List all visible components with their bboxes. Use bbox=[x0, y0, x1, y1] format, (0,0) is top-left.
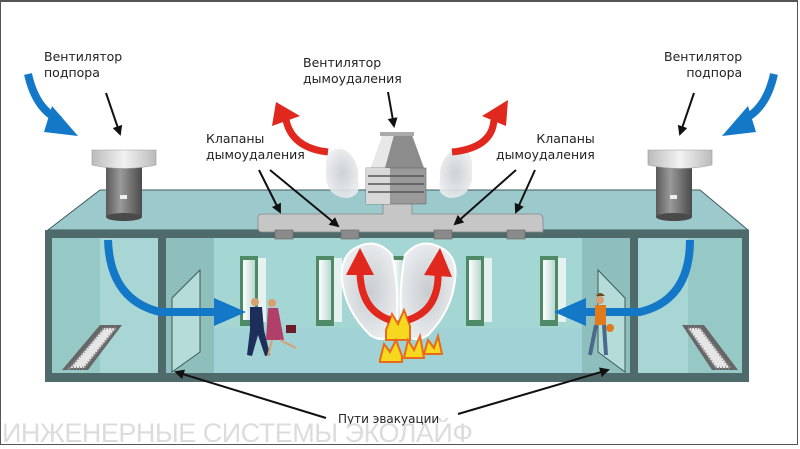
pointer-supply-fan-right bbox=[677, 92, 695, 136]
label-line: дымоудаления bbox=[496, 147, 595, 162]
supply-arrowhead bbox=[554, 298, 586, 326]
smoke-arrow-right-roof bbox=[451, 119, 498, 156]
pointer-evac-left bbox=[174, 369, 327, 419]
supply-fan-right bbox=[647, 149, 713, 221]
smoke-arrowhead bbox=[346, 248, 374, 275]
pointer-valve-1 bbox=[258, 169, 281, 214]
supply-arrow-left-inside bbox=[104, 239, 216, 316]
smoke-arrowhead bbox=[424, 248, 452, 277]
smoke-cloud bbox=[326, 148, 359, 198]
label-line: Вентилятор bbox=[664, 49, 743, 64]
label-evacuation-paths: Пути эвакуации bbox=[338, 412, 440, 426]
label-line: дымоудаления bbox=[303, 71, 402, 86]
smoke-exhaust-fan bbox=[365, 132, 427, 205]
pointer-evac-right bbox=[457, 367, 610, 415]
label-line: Клапаны bbox=[536, 131, 595, 146]
smoke-valve bbox=[506, 229, 526, 240]
building-walls bbox=[45, 230, 749, 382]
left-stairs bbox=[62, 325, 122, 370]
pointer-valve-4 bbox=[514, 169, 536, 214]
label-smoke-valves-left: Клапаны дымоудаления bbox=[206, 131, 305, 163]
label-line: Вентилятор bbox=[303, 55, 382, 70]
evacuating-girl bbox=[588, 293, 614, 356]
label-line: подпора bbox=[44, 65, 100, 80]
pointer-exhaust-fan bbox=[387, 91, 398, 128]
label-supply-fan-left: Вентилятор подпора bbox=[44, 49, 122, 81]
smoke-arrowhead bbox=[482, 100, 508, 126]
smoke-valve bbox=[340, 229, 360, 240]
smoke-arrowhead bbox=[272, 102, 300, 126]
fire bbox=[379, 307, 444, 363]
label-line: подпора bbox=[686, 65, 743, 80]
supply-fan-left bbox=[91, 149, 157, 221]
smoke-valve bbox=[433, 229, 453, 240]
label-line: дымоудаления bbox=[206, 147, 305, 162]
pointer-valve-2 bbox=[269, 169, 340, 228]
door bbox=[316, 256, 342, 326]
left-vestibule-door bbox=[171, 268, 201, 373]
smoke-valve bbox=[274, 229, 294, 240]
door bbox=[540, 256, 566, 326]
label-line: Клапаны bbox=[206, 131, 265, 146]
supply-arrowhead bbox=[722, 106, 756, 136]
label-smoke-exhaust-fan: Вентилятор дымоудаления bbox=[303, 55, 402, 87]
pointer-valve-3 bbox=[453, 169, 517, 226]
supply-arrow-right-inside bbox=[584, 239, 694, 316]
smoke-arrow-right-corridor bbox=[406, 269, 442, 324]
door bbox=[466, 256, 492, 326]
evacuating-woman bbox=[266, 299, 297, 357]
evacuating-man bbox=[247, 298, 270, 356]
label-line: Вентилятор bbox=[44, 49, 123, 64]
supply-arrowhead bbox=[214, 298, 246, 326]
watermark: ИНЖЕНЕРНЫЕ СИСТЕМЫ ЭКОЛАЙФ bbox=[2, 418, 473, 448]
pointer-arrows bbox=[105, 91, 695, 419]
supply-arrowhead bbox=[44, 106, 78, 136]
label-smoke-valves-right: Клапаны дымоудаления bbox=[496, 131, 595, 163]
smoke-arrow-left-corridor bbox=[356, 269, 392, 324]
pointer-supply-fan-left bbox=[105, 92, 123, 136]
right-stairs bbox=[682, 325, 738, 370]
smoke-arrow-left-roof bbox=[282, 119, 329, 156]
smoke-flow-arrows bbox=[282, 119, 498, 324]
label-supply-fan-right: Вентилятор подпора bbox=[664, 49, 742, 81]
smoke-cloud bbox=[439, 148, 472, 198]
